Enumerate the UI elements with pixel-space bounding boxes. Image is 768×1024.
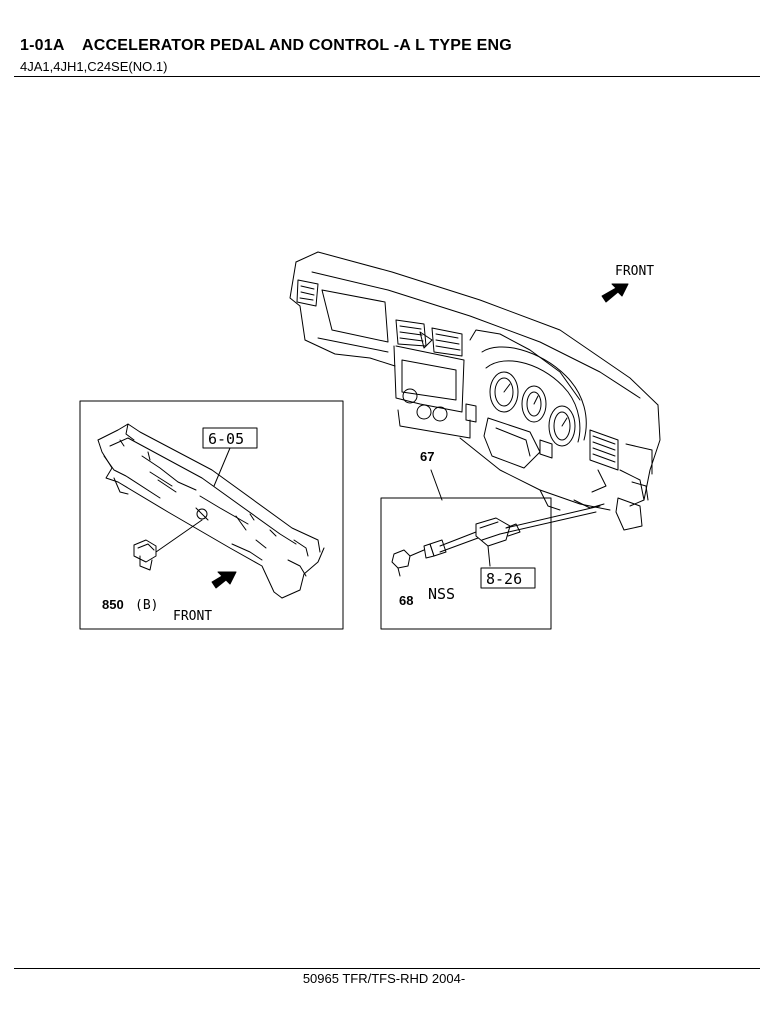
leader-67 [430, 469, 443, 501]
dash-bracket-illustration [97, 423, 325, 599]
part-number-67: 67 [420, 449, 434, 464]
ref-label-6-05: 6-05 [208, 430, 244, 448]
front-label-bracket: FRONT [173, 609, 212, 624]
header-divider [14, 76, 760, 77]
dashboard-illustration [289, 251, 661, 531]
leader-6-05 [213, 447, 231, 487]
cable-switch-illustration [391, 505, 601, 577]
inset-box-cable [380, 497, 552, 630]
front-label-dash: FRONT [615, 264, 654, 279]
part-number-68: 68 [399, 593, 413, 608]
footer-text: 50965 TFR/TFS-RHD 2004- [302, 971, 466, 986]
model-subtitle: 4JA1,4JH1,C24SE(NO.1) [20, 59, 168, 74]
ref-label-8-26: 8-26 [486, 570, 522, 588]
front-arrow-icon [601, 283, 629, 303]
part-number-850: 850 [102, 597, 124, 612]
inset-box-bracket [79, 400, 344, 630]
page-title: 1-01A ACCELERATOR PEDAL AND CONTROL -A L… [20, 37, 512, 54]
part-850-suffix: (B) [135, 598, 158, 613]
footer-divider [14, 968, 760, 969]
ref-box-8-26 [480, 567, 536, 589]
front-arrow-icon-2 [211, 571, 237, 589]
nss-label: NSS [428, 585, 455, 603]
